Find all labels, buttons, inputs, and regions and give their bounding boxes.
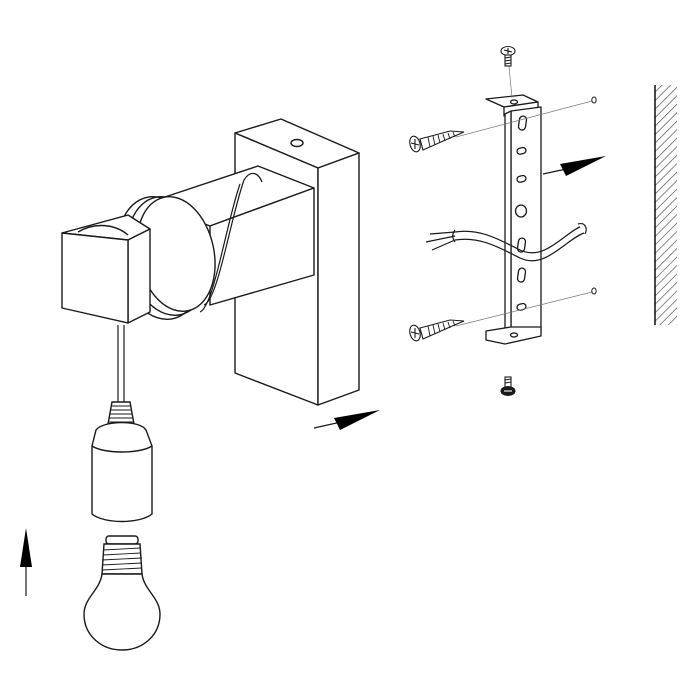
end-block-front [61, 232, 129, 324]
arrow-bulb-into-holder [20, 528, 32, 596]
end-block-side [127, 228, 151, 324]
socket-body [91, 421, 153, 523]
bulb-contact [105, 535, 139, 545]
arrow-bracket-to-wall [542, 156, 606, 176]
alignment-guides [455, 65, 593, 327]
lamp-holder [91, 401, 153, 523]
wall [654, 85, 677, 325]
arm-cord [199, 172, 263, 313]
mounting-bracket [485, 94, 542, 345]
lamp-arm [61, 165, 315, 324]
wall-plate-hole [290, 138, 304, 148]
bracket-slots [514, 115, 528, 311]
wall-screw-top [409, 130, 465, 153]
wall-hatching [655, 85, 677, 325]
cable-gland [107, 401, 135, 425]
wall-hole-top [591, 96, 597, 104]
grub-screw-bottom [500, 376, 516, 397]
light-bulb [83, 535, 161, 651]
grub-screw-top [500, 45, 516, 67]
arrow-plate-to-bracket [313, 410, 380, 430]
wall-hole-bottom [591, 287, 597, 295]
wall-screw-bottom [409, 319, 465, 342]
socket-shoulder [91, 445, 153, 453]
end-block-groove [77, 224, 129, 236]
pendant-cable [117, 325, 125, 402]
bulb-glass [83, 573, 161, 651]
mains-cable [425, 223, 587, 262]
wall-plate-side [317, 152, 360, 406]
